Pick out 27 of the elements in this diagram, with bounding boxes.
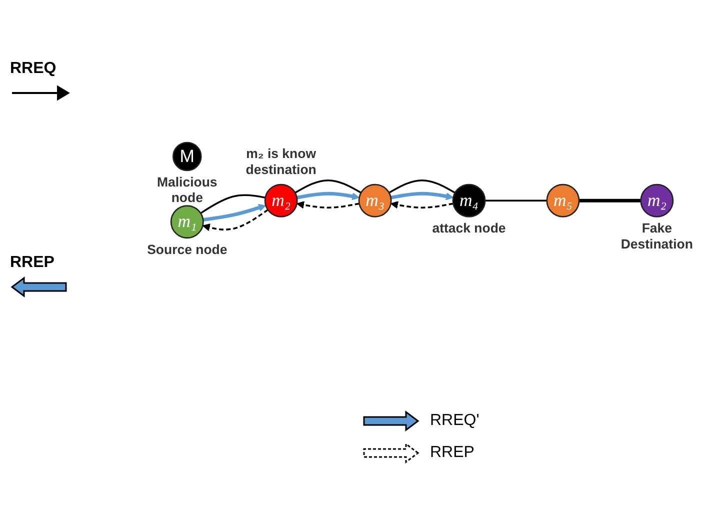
node-circle: m₃ xyxy=(358,184,392,218)
node-circle: m₂ xyxy=(264,184,298,218)
connector-line xyxy=(296,192,360,200)
connector-line xyxy=(485,200,547,202)
legend-label: RREQ xyxy=(10,60,56,78)
node-caption: Source node xyxy=(147,242,228,257)
node-circle: m₅ xyxy=(546,184,580,218)
node-circle: m₂ xyxy=(640,184,674,218)
node-circle: m₄ xyxy=(452,184,486,218)
node-caption: attack node xyxy=(432,220,506,236)
node-caption: Malicious node xyxy=(156,174,218,206)
connector-line xyxy=(390,192,454,200)
connector-line xyxy=(200,194,266,214)
connector-line xyxy=(296,201,360,209)
connector-line xyxy=(294,179,362,194)
legend-label: RREQ' xyxy=(430,412,480,430)
node-caption: Fake Destination xyxy=(620,220,693,252)
connector-line xyxy=(579,198,641,202)
node-circle: M xyxy=(172,142,202,172)
connector-line xyxy=(202,204,266,222)
connector-line xyxy=(202,209,268,232)
connector-line xyxy=(388,179,456,194)
node-caption: m₂ is know destination xyxy=(246,146,316,177)
connector-line xyxy=(390,201,454,209)
node-circle: m₁ xyxy=(170,205,204,239)
legend-label: RREP xyxy=(430,444,474,462)
legend-label: RREP xyxy=(10,254,54,272)
